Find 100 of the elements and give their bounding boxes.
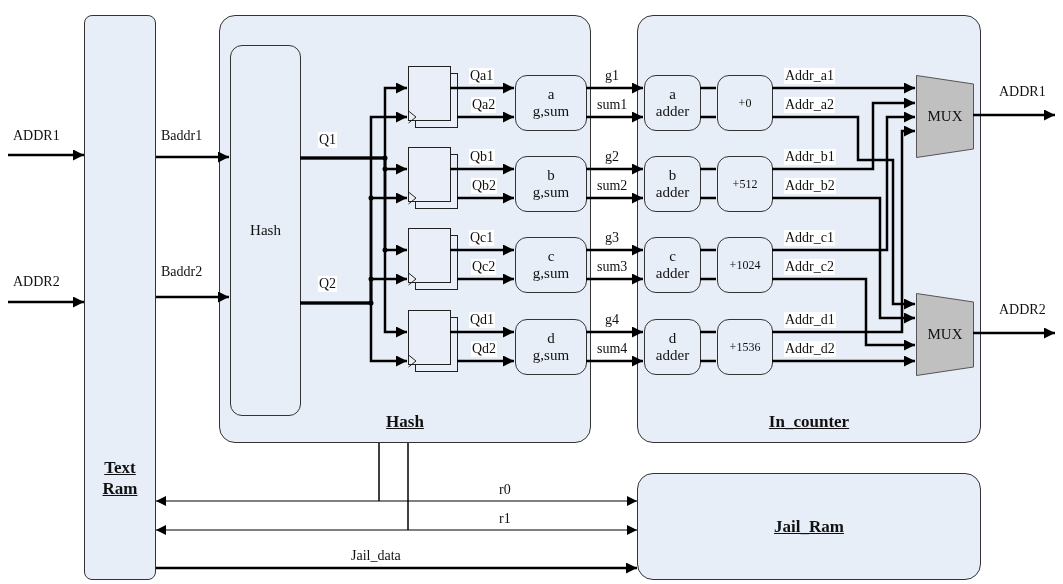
flip-flop-box — [408, 228, 458, 290]
connector-line — [700, 196, 716, 200]
box-label: adder — [655, 347, 690, 365]
memory-panel — [637, 473, 981, 580]
connector-line — [700, 167, 716, 171]
edge-label: Qc1 — [469, 230, 495, 246]
arrow — [8, 149, 84, 161]
module-panel — [219, 15, 591, 443]
arrow — [450, 163, 514, 175]
arrow — [586, 111, 643, 123]
arrow — [586, 163, 643, 175]
mux-trapezoid — [916, 75, 974, 158]
process-box — [644, 319, 701, 375]
process-box — [515, 237, 587, 293]
arrow — [586, 192, 643, 204]
arrow — [300, 301, 407, 367]
edge-label: Qd1 — [469, 312, 496, 328]
connector-line — [700, 115, 716, 119]
process-box — [717, 319, 773, 375]
connector-line — [700, 277, 716, 281]
edge-label: Addr_b1 — [784, 149, 836, 165]
process-box — [515, 75, 587, 131]
arrow — [450, 326, 514, 338]
arrow — [586, 82, 643, 94]
box-label: b — [668, 166, 677, 184]
edge-label: g1 — [604, 68, 620, 84]
arrow — [586, 244, 643, 256]
arrow — [378, 442, 638, 506]
module-panel — [637, 15, 981, 443]
memory-panel — [84, 15, 156, 580]
panel-title: In_counter — [768, 410, 850, 432]
process-box — [644, 75, 701, 131]
box-label: a — [669, 85, 676, 103]
arrow — [586, 355, 643, 367]
box-label: adder — [655, 265, 690, 283]
edge-label: Addr_b2 — [784, 178, 836, 194]
arrow — [450, 244, 514, 256]
arrow — [772, 82, 915, 94]
panel-title: Hash — [386, 410, 424, 432]
edge-label: Qb1 — [469, 149, 496, 165]
box-label: a — [547, 85, 555, 103]
box-label: c — [669, 247, 676, 265]
flip-flop-box — [408, 147, 458, 209]
arrow — [586, 326, 643, 338]
arrow — [8, 296, 84, 308]
arrow — [457, 273, 514, 285]
mux-label: MUX — [927, 107, 963, 126]
edge-label: Q1 — [318, 132, 338, 148]
mux-label: MUX — [927, 325, 963, 344]
edge-label: Addr_c1 — [784, 230, 835, 246]
box-label: g,sum — [532, 103, 570, 121]
box-label: b — [547, 166, 555, 184]
box-label: d — [547, 329, 555, 347]
box-label: Hash — [250, 221, 281, 240]
box-label: c — [547, 247, 555, 265]
arrow — [457, 192, 514, 204]
connector-line — [700, 86, 716, 90]
box-label: +1024 — [729, 257, 761, 273]
edge-label: g4 — [604, 312, 620, 328]
edge-label: Qc2 — [471, 259, 497, 275]
arrow — [772, 355, 915, 367]
box-label: d — [668, 329, 677, 347]
process-box — [644, 156, 701, 212]
arrow — [772, 115, 915, 310]
arrow — [156, 562, 637, 574]
arrow — [973, 327, 1055, 339]
edge-label: Qa1 — [469, 68, 495, 84]
arrow — [156, 151, 229, 163]
arrow — [300, 156, 407, 338]
box-label: adder — [655, 103, 690, 121]
edge-label: g3 — [604, 230, 620, 246]
flip-flop-box — [408, 66, 458, 128]
edge-label: Addr_d2 — [784, 341, 836, 357]
box-label: g,sum — [532, 184, 570, 202]
edge-label: Qb2 — [471, 178, 498, 194]
process-box — [515, 156, 587, 212]
connector-line — [700, 248, 716, 252]
process-box — [230, 45, 301, 416]
edge-label: Addr_a2 — [784, 97, 835, 113]
arrow — [586, 273, 643, 285]
flip-flop-box — [408, 310, 458, 372]
box-label: +0 — [738, 95, 752, 111]
box-label: +1536 — [729, 339, 761, 355]
arrow — [156, 291, 229, 303]
panel-title: Text Ram — [101, 456, 139, 499]
connector-line — [700, 359, 716, 363]
edge-label: Addr_a1 — [784, 68, 835, 84]
arrow — [457, 355, 514, 367]
box-label: adder — [655, 184, 690, 202]
arrow — [973, 109, 1055, 121]
edge-label: Jail_data — [350, 548, 402, 564]
box-label: +512 — [732, 176, 758, 192]
process-box — [515, 319, 587, 375]
edge-label: Q2 — [318, 276, 338, 292]
box-label: g,sum — [532, 347, 570, 365]
arrow — [772, 97, 915, 171]
process-box — [717, 75, 773, 131]
process-box — [717, 156, 773, 212]
edge-label: g2 — [604, 149, 620, 165]
edge-label: Addr_c2 — [784, 259, 835, 275]
